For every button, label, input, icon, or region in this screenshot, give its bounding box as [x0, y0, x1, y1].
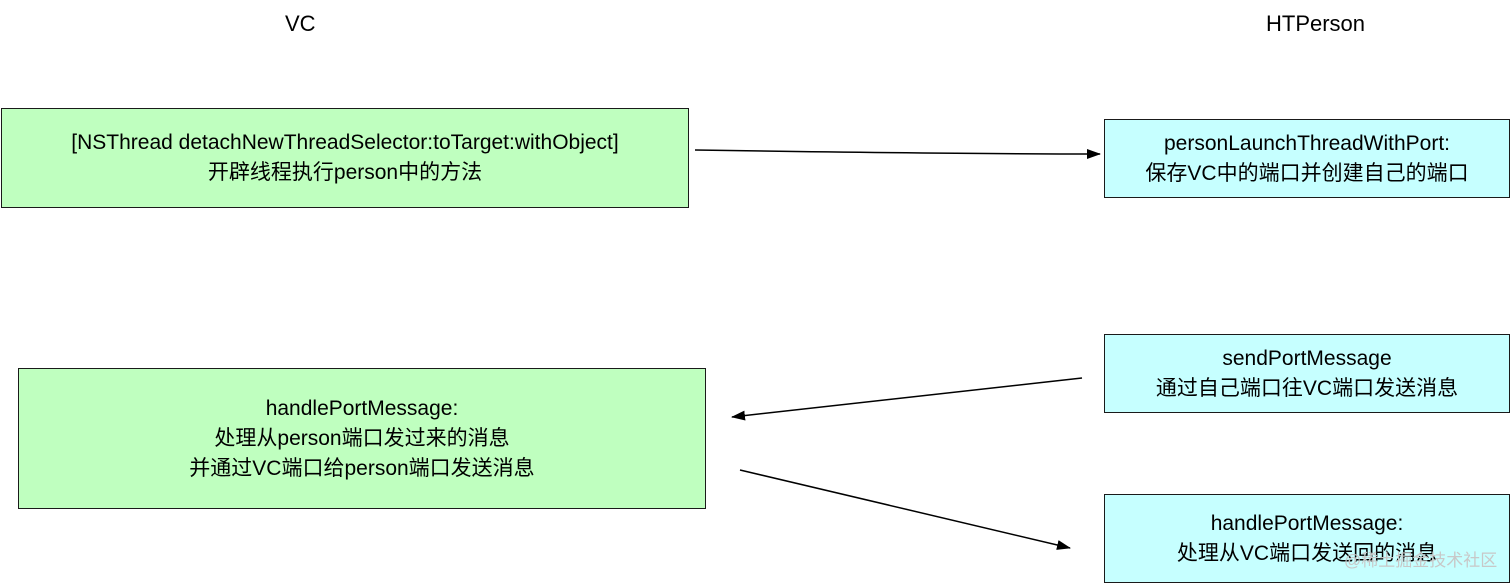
person-launch-thread-node: personLaunchThreadWithPort: 保存VC中的端口并创建自…: [1104, 119, 1510, 198]
arrow-send-to-vc-handle: [731, 377, 1083, 421]
arrow-vc-handle-to-person-handle: [739, 469, 1071, 550]
person-launch-thread-line1: personLaunchThreadWithPort:: [1164, 131, 1450, 155]
person-send-port-message-line2: 通过自己端口往VC端口发送消息: [1155, 376, 1459, 400]
vc-handle-port-message-line1: handlePortMessage:: [265, 396, 459, 420]
watermark: @稀土掘金技术社区: [1344, 551, 1498, 570]
vc-handle-port-message-node: handlePortMessage: 处理从person端口发过来的消息 并通过…: [18, 368, 706, 509]
person-launch-thread-line2: 保存VC中的端口并创建自己的端口: [1145, 161, 1469, 185]
person-handle-port-message-line2: 处理从VC端口发送回的消息: [1176, 541, 1438, 565]
lane-title-vc: VC: [285, 11, 316, 36]
vc-detach-thread-line2: 开辟线程执行person中的方法: [207, 161, 483, 184]
vc-detach-thread-line1: [NSThread detachNewThreadSelector:toTarg…: [71, 131, 619, 154]
person-handle-port-message-node: handlePortMessage: 处理从VC端口发送回的消息: [1104, 494, 1510, 583]
arrow-detach-to-launch: [694, 148, 1101, 159]
person-send-port-message-node: sendPortMessage 通过自己端口往VC端口发送消息: [1104, 334, 1510, 413]
vc-handle-port-message-line2: 处理从person端口发过来的消息: [214, 426, 510, 450]
person-handle-port-message-line1: handlePortMessage:: [1210, 511, 1404, 535]
vc-detach-thread-node: [NSThread detachNewThreadSelector:toTarg…: [1, 108, 689, 208]
vc-handle-port-message-line3: 并通过VC端口给person端口发送消息: [189, 456, 535, 480]
person-send-port-message-line1: sendPortMessage: [1222, 346, 1392, 370]
lane-title-htperson: HTPerson: [1266, 11, 1366, 36]
